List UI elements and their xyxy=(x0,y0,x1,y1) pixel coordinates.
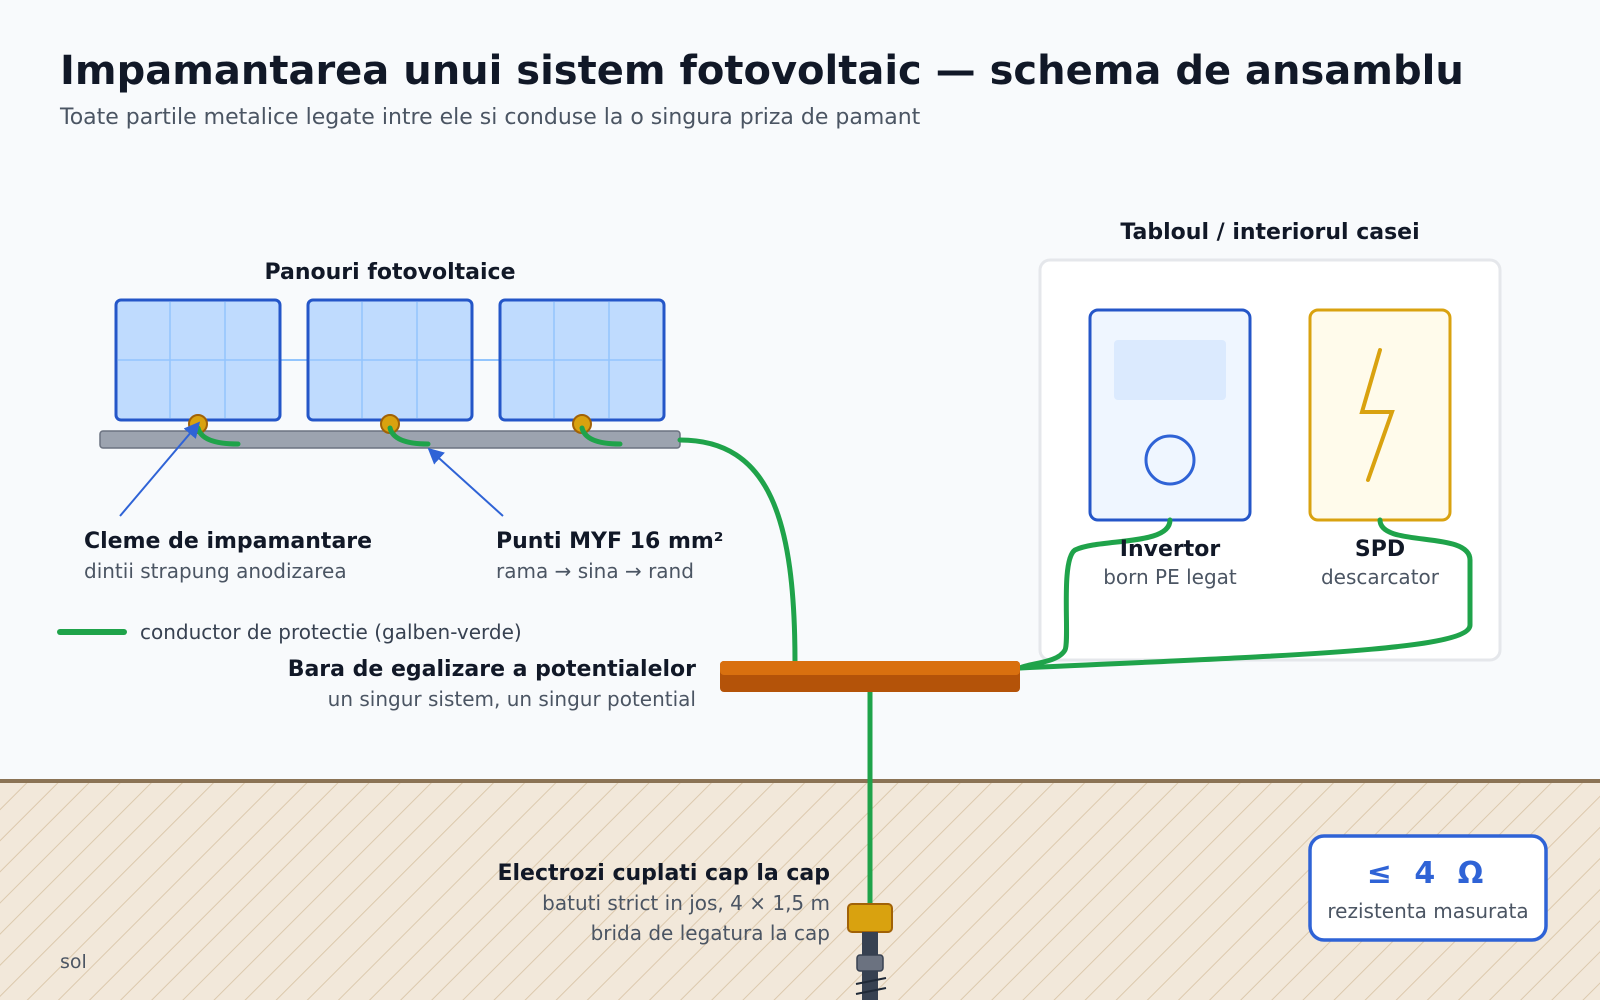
legend-label: conductor de protectie (galben-verde) xyxy=(140,620,522,644)
solar-panel-3 xyxy=(498,298,666,422)
busbar-title: Bara de egalizare a potentialelor xyxy=(288,657,696,682)
rail-to-busbar-conductor xyxy=(677,437,798,666)
electrode-coupler xyxy=(856,954,884,972)
resistance-badge xyxy=(1308,834,1548,942)
soil-label: sol xyxy=(60,951,87,973)
electrode-coupling-clamp xyxy=(847,903,893,933)
spd-unit xyxy=(1308,308,1452,522)
resistance-value: ≤ 4 Ω xyxy=(1367,856,1489,891)
inverter-display xyxy=(1114,340,1226,400)
lightning-bolt-icon xyxy=(1359,348,1395,482)
inverter-pe-conductor xyxy=(1017,517,1173,671)
bridges-note: rama → sina → rand xyxy=(496,559,694,583)
spd-note: descarcator xyxy=(1321,565,1440,589)
bond-jumper-3 xyxy=(579,425,623,447)
spd-pe-conductor xyxy=(1017,517,1473,671)
equipotential-busbar xyxy=(720,661,1020,692)
ground-electrode xyxy=(847,903,893,1000)
clamps-pointer-arrow xyxy=(119,421,201,517)
clamps-note: dintii strapung anodizarea xyxy=(84,559,347,583)
spd-title: SPD xyxy=(1355,537,1405,562)
bridges-pointer-arrow xyxy=(427,447,504,517)
electrodes-title: Electrozi cuplati cap la cap xyxy=(497,861,830,886)
page-title: Impamantarea unui sistem fotovoltaic — s… xyxy=(60,48,1464,94)
resistance-label: rezistenta masurata xyxy=(1327,899,1528,923)
inverter-unit xyxy=(1088,308,1252,522)
solar-panel-1 xyxy=(114,298,282,422)
electrodes-note-1: batuti strict in jos, 4 × 1,5 m xyxy=(542,891,830,915)
house-title: Tabloul / interiorul casei xyxy=(1120,220,1419,245)
panels-label: Panouri fotovoltaice xyxy=(264,260,515,285)
bond-jumper-2 xyxy=(387,425,431,447)
clamps-title: Cleme de impamantare xyxy=(84,529,372,554)
busbar-note: un singur sistem, un singur potential xyxy=(328,687,696,711)
page-subtitle: Toate partile metalice legate intre ele … xyxy=(59,105,921,130)
inverter-knob xyxy=(1144,434,1196,486)
electrodes-note-2: brida de legatura la cap xyxy=(591,921,830,945)
inverter-title: Invertor xyxy=(1120,537,1221,562)
inverter-note: born PE legat xyxy=(1103,565,1237,589)
bridges-title: Punti MYF 16 mm² xyxy=(496,529,723,554)
solar-panel-2 xyxy=(306,298,474,422)
